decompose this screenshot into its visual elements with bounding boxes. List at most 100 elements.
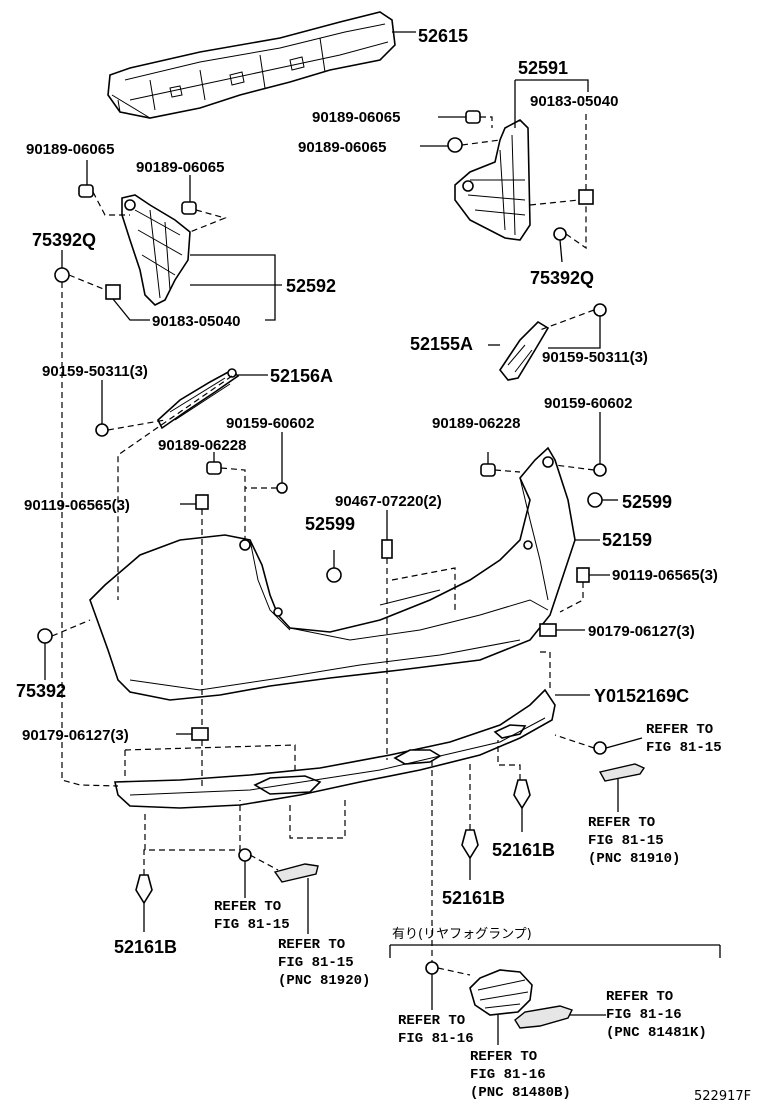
screw-90159-50311-r [593, 303, 607, 317]
label-90189-06065-r1: 90189-06065 [312, 109, 400, 126]
refer-line: REFER TO [646, 722, 713, 738]
refer-line: REFER TO [214, 899, 281, 915]
refer-r1: REFER TO FIG 81-15 [646, 722, 722, 756]
bolt-90119-06565-l [195, 494, 209, 510]
pad-52599-r [587, 492, 603, 508]
refer-line: REFER TO [278, 937, 345, 953]
clip-90179-06127-r [539, 623, 557, 637]
label-75392Q-r: 75392Q [530, 268, 594, 288]
clip-90183-05040-l [105, 284, 121, 300]
refer-line: (PNC 81910) [588, 851, 680, 867]
clip-90179-06127-l [191, 727, 209, 741]
label-90179-06127-l: 90179-06127(3) [22, 727, 129, 744]
fasteners [37, 110, 607, 975]
label-90183-05040-l: 90183-05040 [152, 313, 240, 330]
refer-line: (PNC 81920) [278, 973, 370, 989]
refer-line: (PNC 81480B) [470, 1085, 571, 1101]
clip-90183-05040-r [578, 189, 594, 205]
label-90189-06228-l: 90189-06228 [158, 437, 246, 454]
label-52599-r: 52599 [622, 492, 672, 512]
screw-reflector-r [593, 741, 607, 755]
label-52156A: 52156A [270, 366, 333, 386]
label-52161B-r: 52161B [492, 840, 555, 860]
clip-75392 [37, 628, 53, 644]
reinforcement-beam-52615 [107, 11, 396, 119]
refer-r4: REFER TO FIG 81-15 (PNC 81920) [278, 937, 370, 989]
label-option-note: 有り(リヤフォグランプ) [392, 927, 532, 942]
reflector-right [598, 763, 646, 782]
label-90189-06065-l1: 90189-06065 [26, 141, 114, 158]
label-52599-c: 52599 [305, 514, 355, 534]
label-52615: 52615 [418, 26, 468, 46]
label-75392: 75392 [16, 681, 66, 701]
lower-diffuser-Y0152169C [114, 688, 556, 809]
fog-lamp-assembly [469, 969, 573, 1029]
label-75392Q-l: 75392Q [32, 230, 96, 250]
pushclip-52161B-l [135, 874, 153, 905]
label-90119-06565-r: 90119-06565(3) [612, 567, 718, 584]
nut-90189-06065-r2 [447, 137, 463, 153]
clip-90467-07220 [381, 539, 393, 559]
clip-75392Q-r [553, 227, 567, 241]
part-labels: 52615 52591 90183-05040 90189-06065 9018… [16, 26, 751, 1104]
refer-line: REFER TO [606, 989, 673, 1005]
label-90189-06065-r2: 90189-06065 [298, 139, 386, 156]
label-90183-05040-r: 90183-05040 [530, 93, 618, 110]
nut-90189-06065-l2 [181, 201, 197, 215]
clip-75392Q-l [54, 267, 70, 283]
reflector-left [273, 863, 319, 883]
refer-line: (PNC 81481K) [606, 1025, 707, 1041]
label-90159-50311-l: 90159-50311(3) [42, 363, 148, 380]
label-52161B-l: 52161B [114, 937, 177, 957]
label-90467-07220: 90467-07220(2) [335, 493, 442, 510]
nut-90189-06065-l1 [78, 184, 94, 198]
refer-line: FIG 81-15 [646, 740, 722, 756]
leader-lines [44, 31, 721, 1045]
label-90159-50311-r: 90159-50311(3) [542, 349, 648, 366]
screw-90159-50311-l [95, 423, 109, 437]
label-90179-06127-r: 90179-06127(3) [588, 623, 695, 640]
retainer-52592 [121, 194, 191, 306]
bracket-52155A [499, 320, 550, 381]
label-90119-06565-l: 90119-06565(3) [24, 497, 130, 514]
bumper-cover-52159 [89, 446, 576, 701]
screw-52156A [227, 368, 237, 378]
assembly-lines [51, 110, 595, 976]
screw-fog-lamp [425, 961, 439, 975]
retainer-52591 [454, 119, 531, 241]
refer-line: FIG 81-15 [214, 917, 290, 933]
label-52591: 52591 [518, 58, 568, 78]
label-90159-60602-r: 90159-60602 [544, 395, 632, 412]
screw-90159-60602-l [276, 482, 288, 494]
refer-r3: REFER TO FIG 81-15 [214, 899, 290, 933]
refer-line: REFER TO [588, 815, 655, 831]
refer-line: FIG 81-15 [588, 833, 664, 849]
refer-r7: REFER TO FIG 81-16 (PNC 81480B) [470, 1049, 571, 1101]
nut-90189-06065-r1 [465, 110, 481, 124]
nut-90189-06228-r [480, 463, 496, 477]
refer-line: FIG 81-16 [470, 1067, 546, 1083]
nut-90189-06228-l [206, 461, 222, 475]
label-52592: 52592 [286, 276, 336, 296]
label-figure-code: 522917F [694, 1089, 751, 1104]
pushclip-52161B-c [461, 829, 479, 860]
refer-line: FIG 81-16 [398, 1031, 474, 1047]
label-90189-06065-l2: 90189-06065 [136, 159, 224, 176]
refer-line: REFER TO [398, 1013, 465, 1029]
pushclip-52161B-r [513, 779, 531, 810]
label-Y0152169C: Y0152169C [594, 686, 689, 706]
label-52155A: 52155A [410, 334, 473, 354]
bolt-90119-06565-r [576, 567, 590, 583]
refer-r5: REFER TO FIG 81-16 (PNC 81481K) [606, 989, 707, 1041]
label-90189-06228-r: 90189-06228 [432, 415, 520, 432]
screw-reflector-l [238, 848, 252, 862]
label-90159-60602-l: 90159-60602 [226, 415, 314, 432]
refer-r6: REFER TO FIG 81-16 [398, 1013, 474, 1047]
refer-line: FIG 81-15 [278, 955, 354, 971]
screw-90159-60602-r [593, 463, 607, 477]
refer-r2: REFER TO FIG 81-15 (PNC 81910) [588, 815, 680, 867]
label-52159: 52159 [602, 530, 652, 550]
refer-line: REFER TO [470, 1049, 537, 1065]
